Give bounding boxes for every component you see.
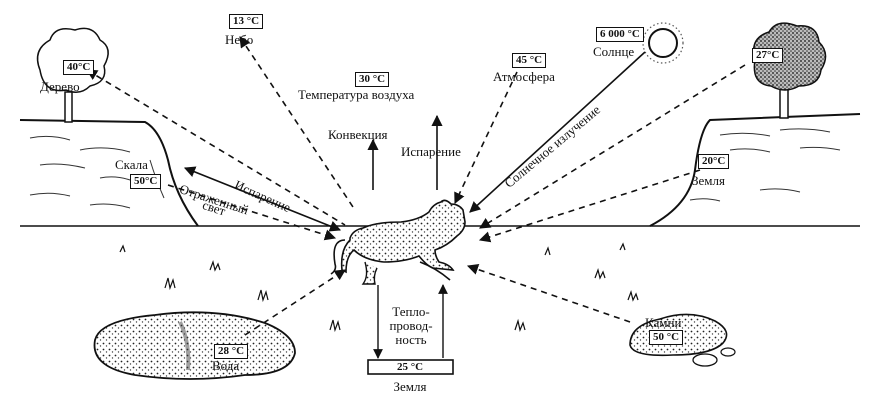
cliff-temp-box: 50°C — [130, 174, 162, 189]
right-tree — [752, 22, 827, 119]
water-label: Вода — [212, 358, 240, 373]
water-pond — [93, 311, 296, 380]
right-cliff — [649, 113, 861, 227]
left-cliff — [19, 119, 199, 227]
tree-label: Дерево — [40, 79, 80, 94]
sun-temp-box: 6 000 °C — [596, 27, 644, 42]
heat-arrows — [86, 36, 746, 336]
conduction-label-line3: ность — [395, 332, 427, 347]
stones-temp-box: 50 °C — [649, 330, 684, 345]
horse-figure — [330, 199, 466, 285]
tree-right-temp-box: 27°C — [752, 48, 784, 63]
air-label: Температура воздуха — [298, 87, 415, 102]
grass-tufts — [119, 242, 639, 333]
stones-label: Камни — [645, 315, 682, 330]
convection-label: Конвекция — [328, 127, 388, 142]
conduction-label-line1: Тепло- — [392, 304, 430, 319]
ground-right-label: Земля — [692, 173, 725, 188]
air-temp-box: 30 °C — [355, 72, 390, 87]
left-tree — [36, 27, 109, 123]
atmosphere-temp-box: 45 °C — [512, 53, 547, 68]
ground-bottom-temp: 25 °C — [396, 361, 424, 373]
conduction-label-line2: провод- — [389, 318, 433, 333]
conduction-label: Тепло- провод- ность — [383, 305, 439, 347]
sky-temp-box: 13 °C — [229, 14, 264, 29]
sky-label: Небо — [225, 32, 254, 47]
evaporation-up-label: Испарение — [401, 144, 461, 159]
sun-label: Солнце — [593, 44, 635, 59]
ground-bottom-label: Земля — [393, 379, 427, 394]
sun-icon — [642, 22, 684, 64]
water-temp-box: 28 °C — [214, 344, 249, 359]
cliff-label: Скала — [115, 157, 148, 172]
tree-left-temp-box: 40°C — [63, 60, 95, 75]
atmosphere-label: Атмосфера — [493, 69, 555, 84]
ground-right-temp-box: 20°C — [698, 154, 730, 169]
ground-bottom — [367, 284, 454, 375]
